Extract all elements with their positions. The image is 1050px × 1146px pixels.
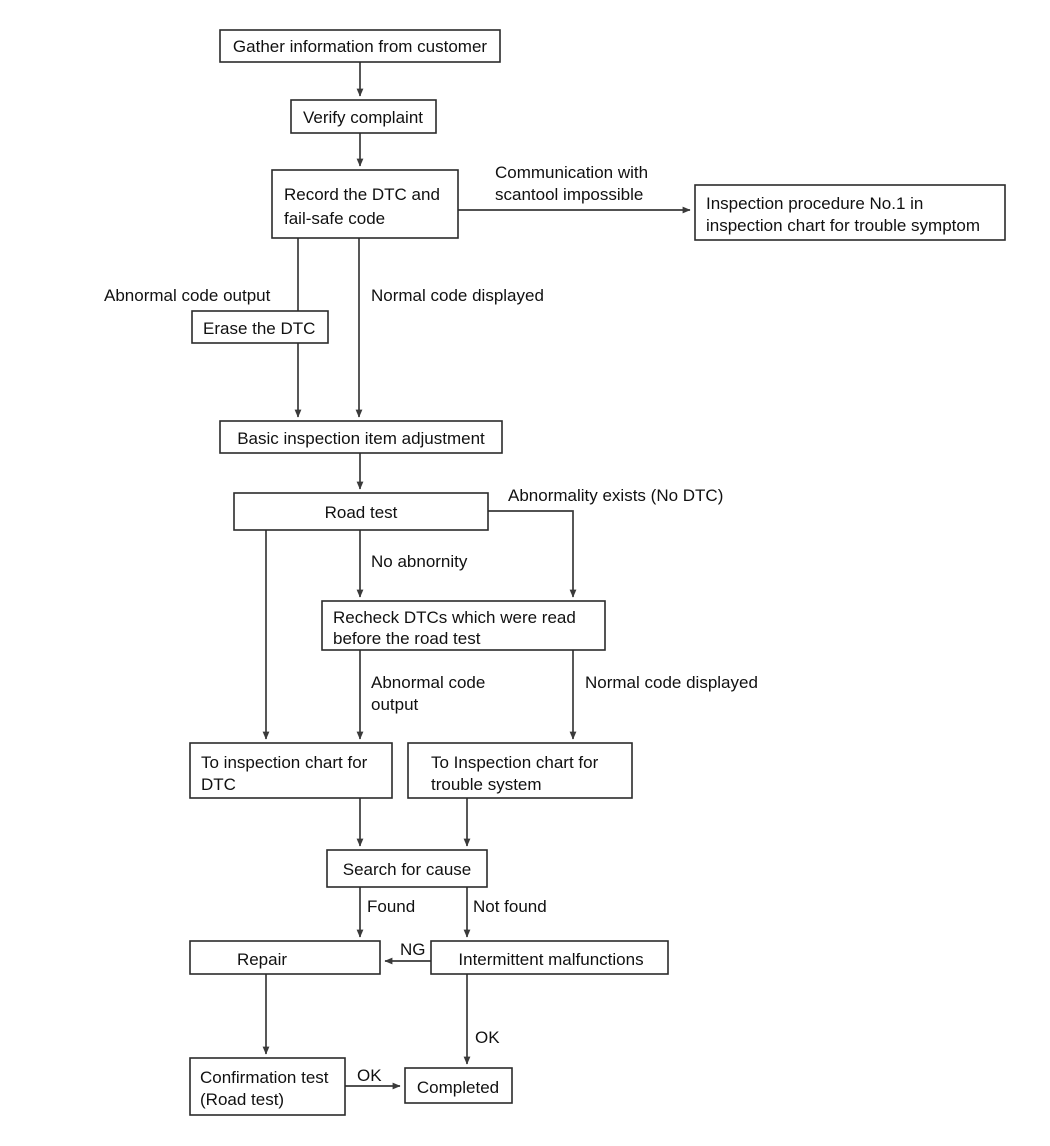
edge-label-ng: NG <box>400 940 426 959</box>
edge-label-abnormal-code-output-2: Abnormal code output <box>371 673 485 714</box>
node-recheck-dtcs-label-line-2: before the road test <box>333 629 481 648</box>
node-completed[interactable]: Completed <box>404 1067 513 1104</box>
node-to-inspection-chart-trouble-system-label-line-2: trouble system <box>431 775 542 794</box>
node-record-dtc-label-line-1: Record the DTC and <box>284 185 440 204</box>
node-erase-dtc-label-line-1: Erase the DTC <box>203 319 315 338</box>
edge-label-not-found: Not found <box>473 897 547 916</box>
node-recheck-dtcs-label-line-1: Recheck DTCs which were read <box>333 608 576 627</box>
node-inspection-procedure-no1-label-line-2: inspection chart for trouble symptom <box>706 216 980 235</box>
edge-label-ok-confirmation: OK <box>357 1066 382 1085</box>
node-to-inspection-chart-dtc-label-line-1: To inspection chart for <box>201 753 368 772</box>
node-basic-inspection-adjustment[interactable]: Basic inspection item adjustment <box>219 420 503 454</box>
node-basic-inspection-adjustment-label-line-1: Basic inspection item adjustment <box>237 429 485 448</box>
edge-label-abnormal-code-output-2-line-1: Abnormal code <box>371 673 485 692</box>
edge-label-communication-impossible: Communication with scantool impossible <box>495 163 648 204</box>
node-record-dtc[interactable]: Record the DTC and fail-safe code <box>271 169 459 239</box>
node-intermittent-malfunctions[interactable]: Intermittent malfunctions <box>430 940 669 975</box>
node-to-inspection-chart-trouble-system[interactable]: To Inspection chart for trouble system <box>407 742 633 799</box>
node-confirmation-test-label-line-1: Confirmation test <box>200 1068 329 1087</box>
node-repair-label-line-1: Repair <box>237 950 287 969</box>
node-verify-complaint[interactable]: Verify complaint <box>290 99 437 134</box>
node-recheck-dtcs[interactable]: Recheck DTCs which were read before the … <box>321 600 606 651</box>
node-to-inspection-chart-dtc[interactable]: To inspection chart for DTC <box>189 742 393 799</box>
edge-label-ok-intermittent: OK <box>475 1028 500 1047</box>
node-to-inspection-chart-dtc-label-line-2: DTC <box>201 775 236 794</box>
node-confirmation-test-label-line-2: (Road test) <box>200 1090 284 1109</box>
edge-label-found: Found <box>367 897 415 916</box>
node-repair[interactable]: Repair <box>189 940 381 975</box>
node-confirmation-test[interactable]: Confirmation test (Road test) <box>189 1057 346 1116</box>
node-road-test[interactable]: Road test <box>233 492 489 531</box>
node-record-dtc-label-line-2: fail-safe code <box>284 209 385 228</box>
node-gather-information-label-line-1: Gather information from customer <box>233 37 487 56</box>
edge-label-abnormal-code-output: Abnormal code output <box>104 286 271 305</box>
edge-roadtest-abnormality-to-recheck <box>488 510 577 598</box>
node-inspection-procedure-no1[interactable]: Inspection procedure No.1 in inspection … <box>694 184 1006 241</box>
node-inspection-procedure-no1-label-line-1: Inspection procedure No.1 in <box>706 194 923 213</box>
edge-label-no-abnornity: No abnornity <box>371 552 468 571</box>
node-verify-complaint-label-line-1: Verify complaint <box>303 108 423 127</box>
edge-label-abnormality-exists: Abnormality exists (No DTC) <box>508 486 723 505</box>
edge-label-communication-impossible-line-1: Communication with <box>495 163 648 182</box>
edge-label-communication-impossible-line-2: scantool impossible <box>495 185 643 204</box>
node-search-for-cause[interactable]: Search for cause <box>326 849 488 888</box>
node-intermittent-malfunctions-label-line-1: Intermittent malfunctions <box>458 950 643 969</box>
node-to-inspection-chart-trouble-system-label-line-1: To Inspection chart for <box>431 753 599 772</box>
node-erase-dtc[interactable]: Erase the DTC <box>191 310 329 344</box>
node-completed-label-line-1: Completed <box>417 1078 499 1097</box>
node-gather-information[interactable]: Gather information from customer <box>219 29 501 63</box>
edge-label-abnormal-code-output-2-line-2: output <box>371 695 419 714</box>
edge-label-normal-code-displayed-2: Normal code displayed <box>585 673 758 692</box>
node-search-for-cause-label-line-1: Search for cause <box>343 860 472 879</box>
node-road-test-label-line-1: Road test <box>325 503 398 522</box>
edge-label-normal-code-displayed: Normal code displayed <box>371 286 544 305</box>
